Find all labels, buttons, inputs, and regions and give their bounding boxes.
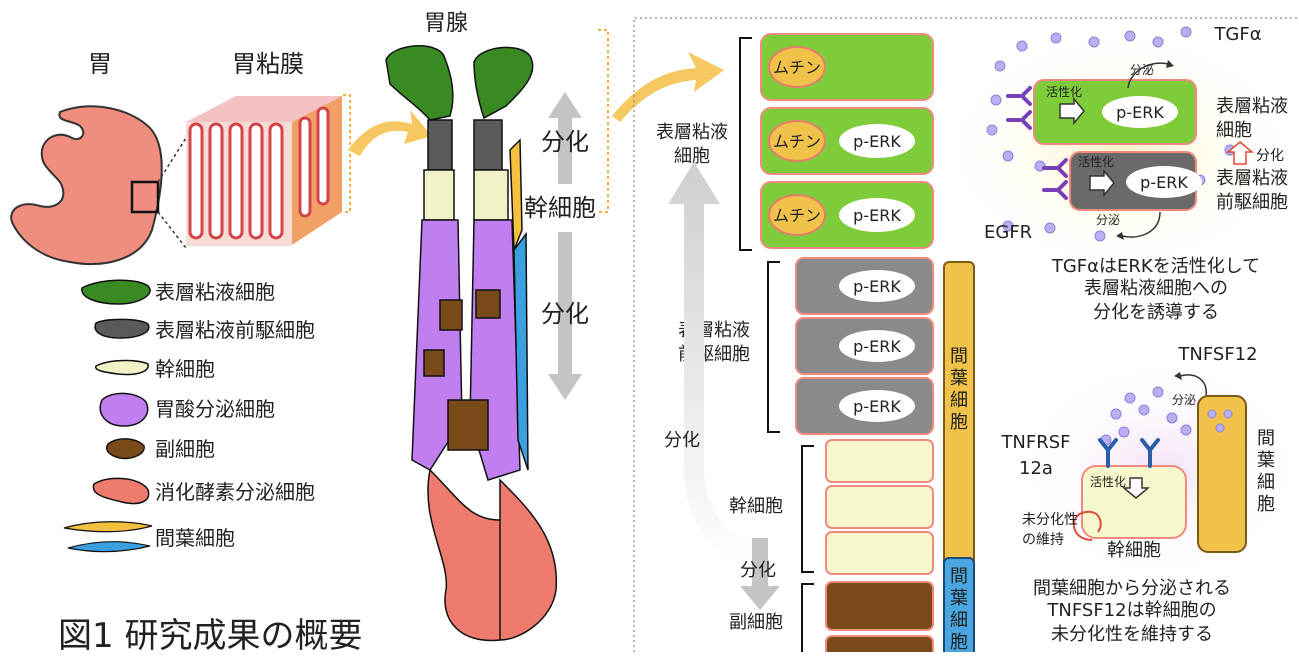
lower-mesenchyme-label: 間葉細胞 bbox=[1257, 428, 1275, 515]
gland-label: 胃腺 bbox=[424, 11, 468, 36]
lower-caption-2: TNFSF12は幹細胞の bbox=[1046, 600, 1216, 621]
mucosa-label: 胃粘膜 bbox=[232, 50, 304, 78]
lower-secretion: 分泌 bbox=[1172, 393, 1196, 407]
perk-surface-2: p-ERK bbox=[853, 206, 901, 225]
column-stem-label: 幹細胞 bbox=[729, 496, 783, 517]
legend-label-6: 間葉細胞 bbox=[155, 526, 235, 550]
upper-cell-top-1: 表層粘液 bbox=[1216, 96, 1288, 117]
upper-activation-bottom: 活性化 bbox=[1078, 155, 1114, 169]
legend: 表層粘液細胞 表層粘液前駆細胞 幹細胞 胃酸分泌細胞 副細胞 消化酵素分泌細胞 … bbox=[64, 280, 315, 552]
mesenchyme-yellow-label: 間葉細胞 bbox=[950, 346, 968, 433]
gland-diff-bottom: 分化 bbox=[541, 300, 589, 328]
lower-caption-1: 間葉細胞から分泌される bbox=[1033, 578, 1231, 599]
legend-swatch-parietal bbox=[100, 393, 147, 426]
upper-perk-top: p-ERK bbox=[1116, 103, 1164, 122]
perk-surface-1: p-ERK bbox=[853, 132, 901, 151]
stomach-shape bbox=[11, 106, 161, 264]
legend-swatch-chief bbox=[93, 478, 148, 503]
legend-swatch-progenitor bbox=[95, 319, 149, 338]
lower-activation: 活性化 bbox=[1090, 475, 1126, 489]
accessory-cells bbox=[826, 582, 933, 652]
legend-label-2: 幹細胞 bbox=[155, 357, 215, 381]
upper-caption-2: 表層粘液細胞への bbox=[1084, 278, 1228, 299]
perk-progenitor-3: p-ERK bbox=[853, 397, 901, 416]
mucin-1: ムチン bbox=[773, 58, 821, 77]
zoom-arrow-2 bbox=[612, 52, 724, 122]
legend-swatch-mesenchyme-blue bbox=[68, 542, 150, 552]
upper-perk-bottom: p-ERK bbox=[1140, 173, 1188, 192]
lower-mesenchyme-cell bbox=[1198, 396, 1246, 552]
mucin-3: ムチン bbox=[773, 206, 821, 225]
tnfrsf-label-1: TNFRSF bbox=[1000, 432, 1070, 453]
legend-label-3: 胃酸分泌細胞 bbox=[155, 397, 275, 421]
gland-diff-top: 分化 bbox=[541, 128, 589, 156]
upper-cell-bottom-2: 前駆細胞 bbox=[1216, 192, 1288, 213]
legend-label-5: 消化酵素分泌細胞 bbox=[155, 480, 315, 504]
legend-label-4: 副細胞 bbox=[155, 437, 215, 461]
perk-progenitor-1: p-ERK bbox=[853, 277, 901, 296]
zoom-arrow-1 bbox=[348, 110, 432, 156]
egfr-label: EGFR bbox=[984, 222, 1032, 243]
upper-cell-bottom-1: 表層粘液 bbox=[1216, 168, 1288, 189]
tnf-label: TNFSF12 bbox=[1177, 344, 1257, 365]
column-diff-label-2: 分化 bbox=[740, 560, 776, 581]
column-surface-label-2: 細胞 bbox=[674, 146, 710, 167]
legend-swatch-surface bbox=[82, 280, 150, 304]
column-diff-label: 分化 bbox=[664, 430, 700, 451]
legend-label-0: 表層粘液細胞 bbox=[155, 280, 275, 304]
upper-caption-3: 分化を誘導する bbox=[1093, 302, 1219, 323]
column-accessory-label: 副細胞 bbox=[729, 612, 783, 633]
gland-stem-label: 幹細胞 bbox=[524, 194, 596, 222]
legend-swatch-accessory bbox=[107, 439, 144, 458]
column-surface-label-1: 表層粘液 bbox=[656, 122, 728, 143]
upper-caption-1: TGFαはERKを活性化して bbox=[1051, 256, 1260, 277]
mucin-2: ムチン bbox=[773, 132, 821, 151]
upper-secretion-bottom: 分泌 bbox=[1096, 213, 1120, 227]
lower-stem-label: 幹細胞 bbox=[1107, 540, 1161, 561]
legend-swatch-stem bbox=[96, 361, 148, 375]
upper-activation-top: 活性化 bbox=[1046, 85, 1082, 99]
stem-cells bbox=[826, 440, 933, 574]
tnfrsf-label-2: 12a bbox=[1019, 458, 1053, 479]
maintain-label-2: の維持 bbox=[1022, 532, 1064, 548]
perk-progenitor-2: p-ERK bbox=[853, 337, 901, 356]
lower-caption-3: 未分化性を維持する bbox=[1051, 624, 1213, 645]
figure-title: 図1 研究成果の概要 bbox=[58, 608, 362, 657]
upper-diff: 分化 bbox=[1256, 148, 1284, 164]
upper-cell-top-2: 細胞 bbox=[1216, 120, 1252, 141]
maintain-label-1: 未分化性 bbox=[1022, 512, 1078, 528]
mucosa-block bbox=[186, 96, 342, 246]
legend-label-1: 表層粘液前駆細胞 bbox=[155, 318, 315, 342]
tgf-label: TGFα bbox=[1213, 24, 1261, 45]
legend-swatch-mesenchyme-yellow bbox=[64, 522, 152, 532]
stomach-label: 胃 bbox=[88, 50, 112, 78]
